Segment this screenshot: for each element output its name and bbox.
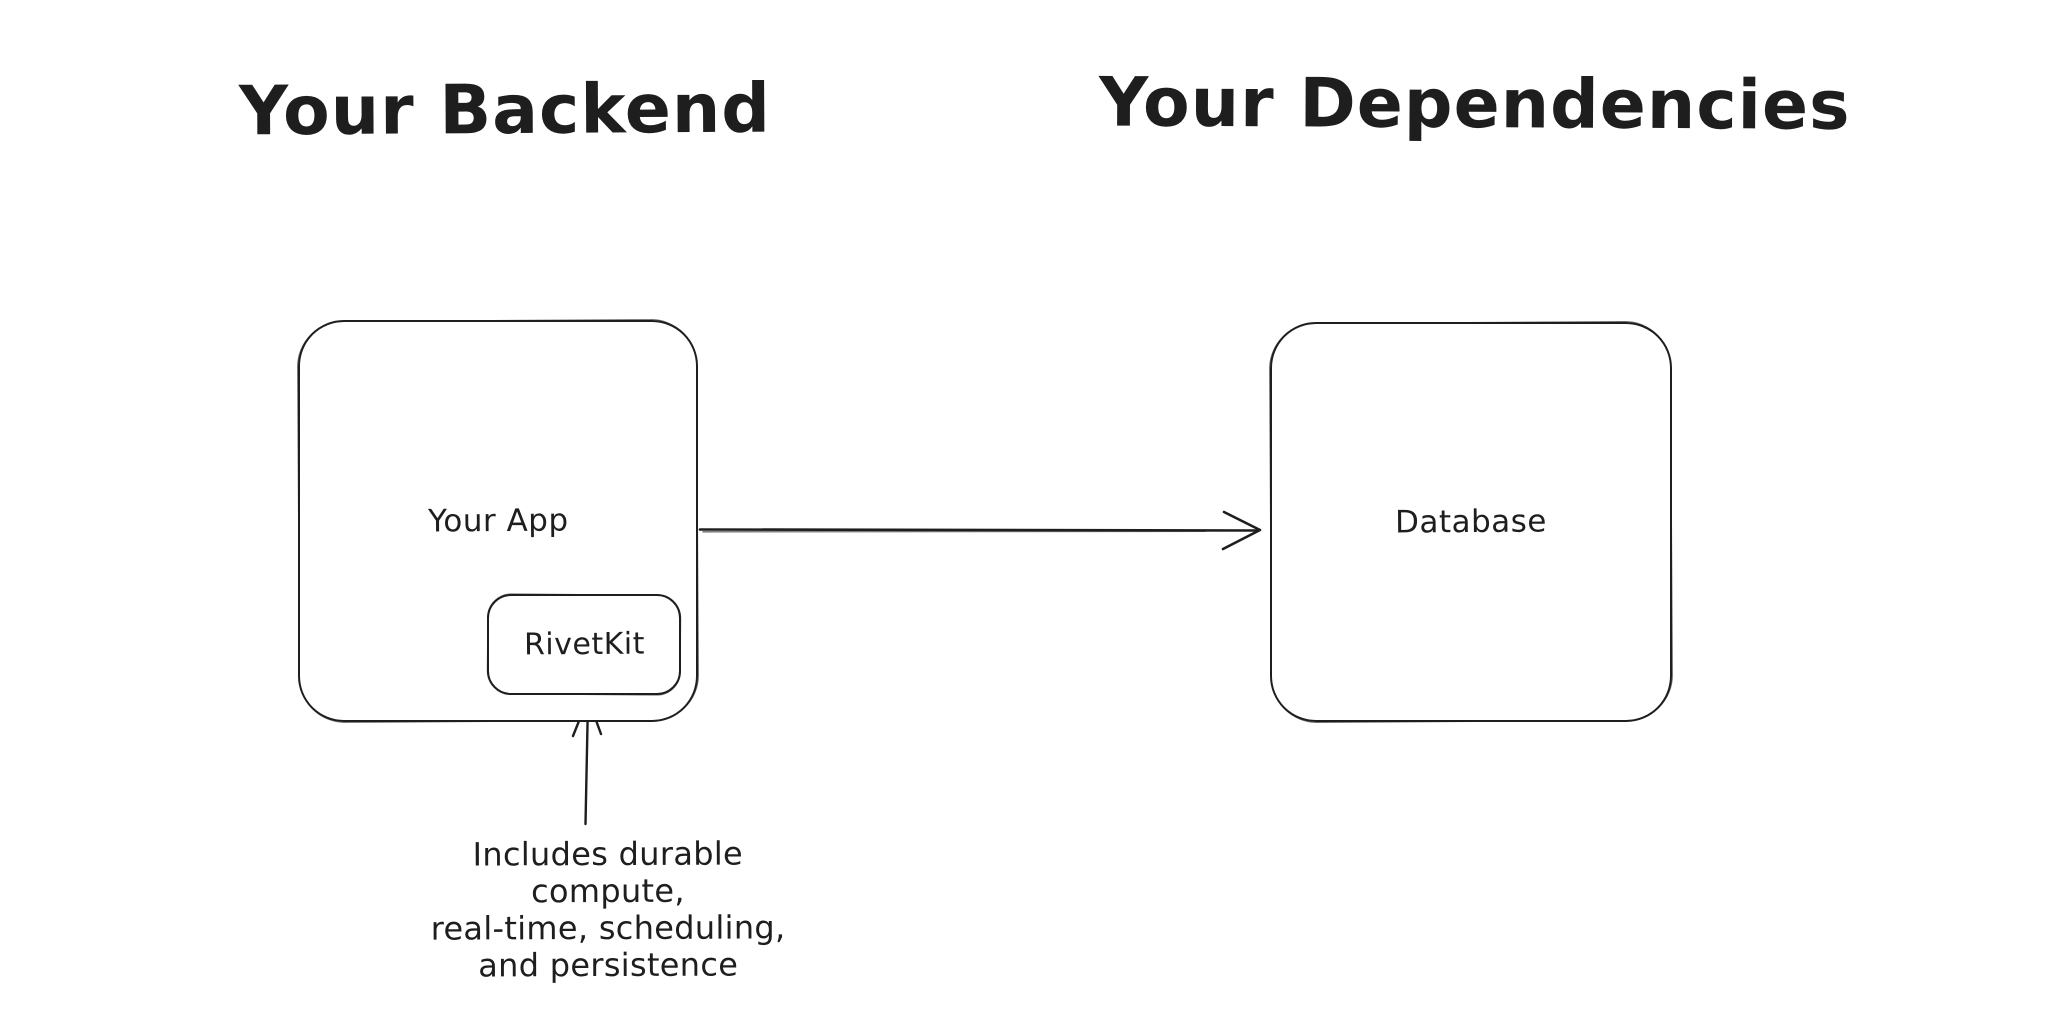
node-your-app: Your App RivetKit: [298, 320, 698, 722]
node-database: Database: [1270, 322, 1672, 722]
node-your-app-label: Your App: [427, 502, 569, 540]
heading-your-backend: Your Backend: [238, 69, 772, 152]
node-database-label: Database: [1394, 503, 1548, 541]
annotation-line-2: real-time, scheduling,: [430, 908, 786, 948]
annotation-line-1: Includes durable compute,: [472, 834, 744, 911]
node-rivetkit-label: RivetKit: [523, 626, 645, 663]
heading-your-dependencies: Your Dependencies: [1098, 63, 1851, 146]
annotation-line-3: and persistence: [478, 945, 739, 985]
arrow-your-app-to-database: [698, 510, 1262, 551]
annotation-text: Includes durable compute, real-time, sch…: [407, 834, 810, 985]
node-rivetkit: RivetKit: [487, 594, 681, 695]
